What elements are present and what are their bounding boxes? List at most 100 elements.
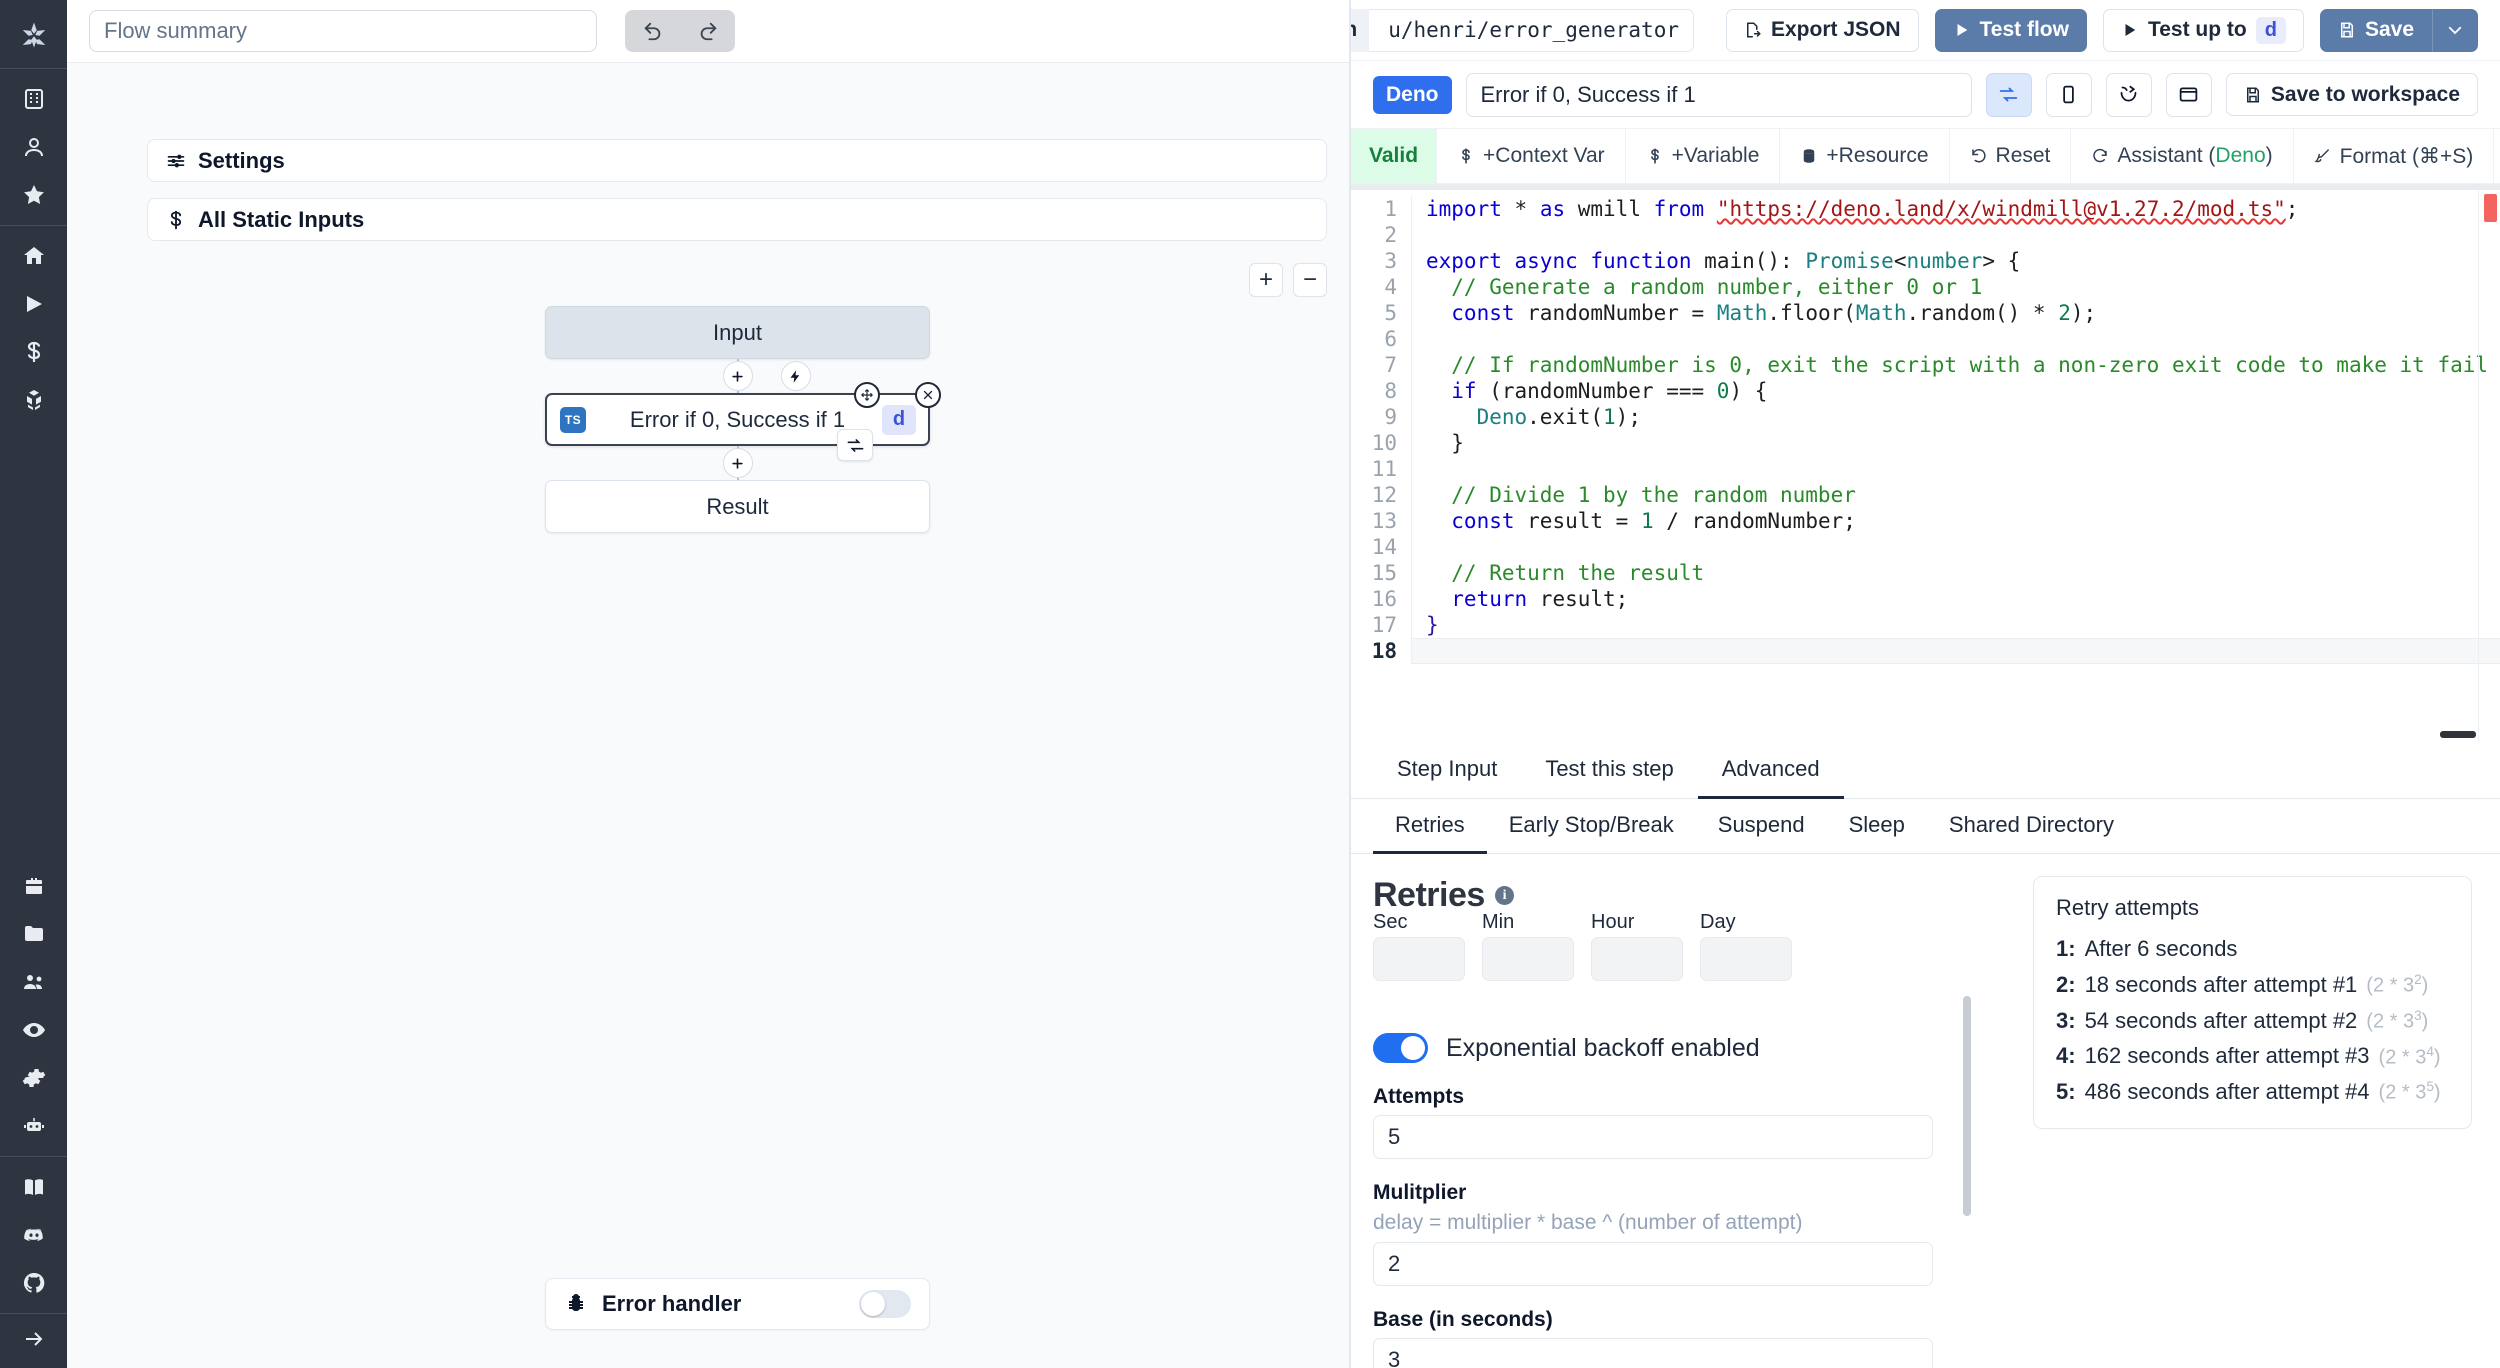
code-line[interactable] [1426,534,2500,560]
add-trigger-bolt-icon[interactable] [780,361,811,391]
attempts-input[interactable] [1373,1115,1933,1160]
code-line[interactable]: export async function main(): Promise<nu… [1426,248,2021,273]
multiplier-input[interactable] [1373,1242,1933,1287]
add-context-var-button[interactable]: +Context Var [1437,129,1626,183]
retry-attempt-text: 18 seconds after attempt #1 [2084,972,2358,997]
resources-cubes-icon[interactable] [0,376,67,424]
code-line[interactable]: } [1426,430,1464,455]
subtab-suspend[interactable]: Suspend [1717,812,1805,838]
code-line[interactable]: import * as wmill from "https://deno.lan… [1426,196,2299,221]
delete-node-close-icon[interactable] [915,382,941,408]
redo-icon[interactable] [680,10,735,52]
workers-robot-icon[interactable] [0,1102,67,1150]
flow-node-step[interactable]: TS Error if 0, Success if 1 d [545,382,941,461]
webhook-icon[interactable] [2105,72,2152,117]
tab-test-this-step[interactable]: Test this step [1545,756,1674,782]
subtab-shared-directory[interactable]: Shared Directory [1948,812,2114,838]
user-icon[interactable] [0,123,67,171]
code-line[interactable] [1426,326,2500,352]
docs-book-icon[interactable] [0,1163,67,1211]
flow-canvas[interactable]: Settings All Static Inputs + − Input [67,63,1349,1368]
add-resource-button[interactable]: +Resource [1780,129,1950,183]
discord-icon[interactable] [0,1211,67,1259]
code-line[interactable]: const result = 1 / randomNumber; [1426,508,1856,533]
export-json-button[interactable]: Export JSON [1725,8,1919,52]
retries-scrollbar[interactable] [1963,996,1971,1217]
variables-dollar-icon[interactable] [0,328,67,376]
undo-icon[interactable] [625,10,680,52]
windmill-logo-icon[interactable] [0,8,67,62]
error-handler-toggle[interactable] [859,1290,911,1318]
code-line[interactable]: const randomNumber = Math.floor(Math.ran… [1426,300,2097,325]
home-icon[interactable] [0,232,67,280]
duration-input-hour[interactable] [1591,937,1683,982]
schedules-briefcase-icon[interactable] [0,862,67,910]
error-handler-card[interactable]: Error handler [545,1278,930,1330]
duration-input-sec[interactable] [1373,937,1465,982]
flow-node-result[interactable]: Result [545,480,930,533]
exponential-backoff-toggle[interactable] [1373,1033,1428,1064]
duration-input-day[interactable] [1700,937,1792,982]
code-line[interactable]: // Divide 1 by the random number [1426,482,1856,507]
add-step-icon[interactable] [722,448,753,478]
scrollbar-thumb[interactable] [2440,731,2476,739]
save-to-workspace-button[interactable]: Save to workspace [2225,73,2478,117]
duration-input-min[interactable] [1482,937,1574,982]
code-line[interactable]: if (randomNumber === 0) { [1426,378,1768,403]
subtab-retries[interactable]: Retries [1373,799,1487,855]
duration-field-day: Day [1700,911,1792,982]
explore-other-scripts-button[interactable]: Explore other s [2494,129,2500,182]
base-input[interactable] [1373,1338,1933,1368]
subtab-sleep[interactable]: Sleep [1848,812,1905,838]
settings-panel-card[interactable]: Settings [147,139,1327,182]
code-line[interactable]: // If randomNumber is 0, exit the script… [1426,352,2489,377]
test-flow-button[interactable]: Test flow [1934,8,2087,52]
folders-icon[interactable] [0,910,67,958]
editor-overview-ruler[interactable] [2478,189,2500,743]
code-line[interactable]: // Return the result [1426,560,1705,585]
add-step-icon[interactable] [722,361,753,391]
retry-attempt-index: 2: [2056,972,2076,997]
add-variable-button[interactable]: +Variable [1626,129,1781,183]
zoom-in-button[interactable]: + [1249,263,1283,297]
retry-attempt-index: 4: [2056,1043,2076,1069]
settings-gear-icon[interactable] [0,1054,67,1102]
code-line[interactable] [1426,222,2500,248]
save-dropdown-chevron-down-icon[interactable] [2432,8,2478,52]
runs-play-icon[interactable] [0,280,67,328]
code-line[interactable] [1426,456,2500,482]
code-line[interactable]: // Generate a random number, either 0 or… [1426,274,1983,299]
code-content[interactable]: import * as wmill from "https://deno.lan… [1411,195,2500,664]
tab-step-input[interactable]: Step Input [1397,756,1498,782]
info-icon[interactable]: i [1494,886,1514,906]
script-name-input[interactable] [1465,72,1972,117]
subtab-early-stop-break[interactable]: Early Stop/Break [1508,812,1674,838]
code-line[interactable]: } [1426,612,1439,637]
test-up-to-button[interactable]: Test up to d [2102,8,2304,52]
layout-panel-icon[interactable] [2165,72,2212,117]
move-node-icon[interactable] [854,382,880,408]
github-icon[interactable] [0,1259,67,1307]
audit-logs-eye-icon[interactable] [0,1006,67,1054]
flow-summary-input[interactable] [89,10,597,52]
assistant-button[interactable]: Assistant (Deno) [2071,129,2294,183]
save-button[interactable]: Save [2319,8,2432,52]
format-button[interactable]: Format (⌘+S) [2294,129,2495,183]
expand-sidebar-icon[interactable] [0,1320,67,1368]
favorites-icon[interactable] [0,171,67,219]
zoom-out-button[interactable]: − [1293,263,1327,297]
reset-button[interactable]: Reset [1950,129,2072,183]
retry-toggle-icon[interactable] [1985,72,2032,117]
flow-node-input[interactable]: Input [545,306,930,359]
workspace-icon[interactable] [0,75,67,123]
code-line[interactable]: return result; [1426,586,1629,611]
static-inputs-panel-card[interactable]: All Static Inputs [147,198,1327,241]
tab-advanced[interactable]: Advanced [1697,742,1844,800]
node-retry-icon[interactable] [837,429,873,461]
mobile-preview-icon[interactable] [2045,72,2092,117]
code-line[interactable]: Deno.exit(1); [1426,404,1641,429]
groups-users-icon[interactable] [0,958,67,1006]
